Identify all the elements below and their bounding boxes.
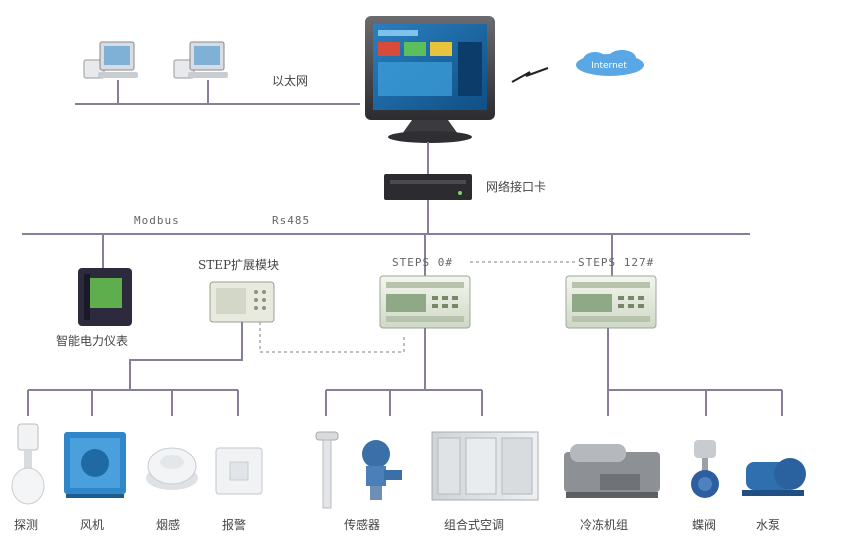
alarm-device: [215, 447, 263, 495]
device-label-chiller: 冷冻机组: [580, 518, 629, 532]
expansion-module: [209, 281, 275, 323]
fan-device: [64, 432, 126, 498]
device-label-valve: 蝶阀: [692, 518, 717, 532]
device-label-detector: 探测: [14, 518, 39, 532]
network-interface-card: [384, 174, 472, 200]
chiller-unit-device: [564, 444, 660, 498]
controller-127: [565, 275, 657, 329]
wireless-link: [511, 67, 549, 83]
device-label-ahu: 组合式空调: [444, 518, 505, 532]
butterfly-valve-device: [691, 440, 719, 498]
ethernet-label: 以太网: [272, 74, 309, 88]
controller-0-label: STEPS 0#: [392, 256, 453, 269]
bus-rs485-label: Rs485: [272, 214, 311, 227]
air-handling-unit-device: [431, 431, 539, 501]
detector-device: [11, 423, 45, 505]
main-monitor: [365, 16, 495, 143]
workstation-1: [83, 41, 138, 79]
network-card-label: 网络接口卡: [486, 180, 547, 194]
expansion-module-label: STEP扩展模块: [198, 258, 280, 272]
power-meter-label: 智能电力仪表: [56, 334, 129, 348]
device-label-alarm: 报警: [222, 518, 247, 532]
branch-group-2: [325, 328, 483, 416]
controller-127-label: STEPS 127#: [578, 256, 655, 269]
water-pump-device: [742, 458, 806, 496]
ethernet-segment: [75, 80, 360, 105]
power-meter: [78, 268, 132, 326]
smoke-detector-device: [146, 447, 198, 490]
device-label-fan: 风机: [80, 518, 105, 532]
internet-label: Internet: [591, 61, 627, 71]
pressure-transmitter-device: [362, 440, 402, 500]
sensor-probe-device: [315, 431, 339, 509]
branch-group-3: [607, 328, 783, 416]
branch-group-1: [27, 322, 243, 416]
workstation-2: [173, 41, 228, 79]
device-label-smoke: 烟感: [156, 518, 181, 532]
device-label-sensor: 传感器: [344, 518, 381, 532]
device-label-pump: 水泵: [756, 518, 781, 532]
controller-0: [379, 275, 471, 329]
bus-modbus-label: Modbus: [134, 214, 180, 227]
internet-cloud: Internet: [576, 50, 644, 76]
